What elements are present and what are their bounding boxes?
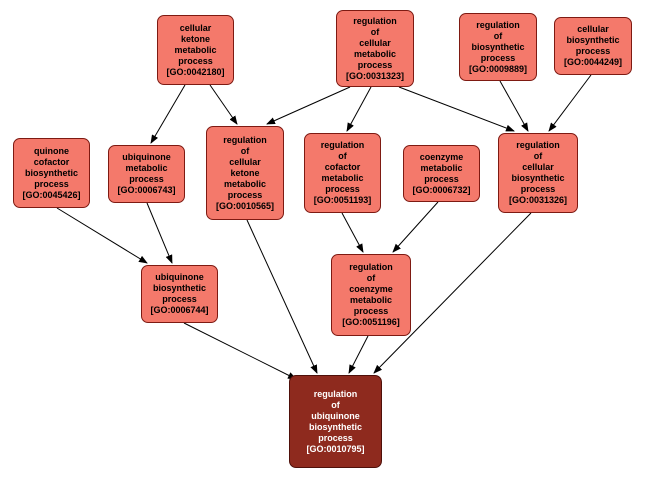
node-go-id: [GO:0006743]: [117, 185, 176, 195]
node-GO-0042180[interactable]: cellular ketone metabolic process [GO:00…: [157, 15, 234, 85]
node-go-id: [GO:0010565]: [215, 200, 275, 211]
edge-GO0006744-to-GO0010795: [183, 322, 297, 380]
node-GO-0031326[interactable]: regulation of cellular biosynthetic proc…: [498, 133, 578, 213]
node-GO-0010565[interactable]: regulation of cellular ketone metabolic …: [206, 126, 284, 220]
node-label: regulation of cellular biosynthetic proc…: [511, 140, 565, 194]
edge-GO0006732-to-GO0051196: [392, 201, 439, 253]
node-label: cellular biosynthetic process: [566, 24, 620, 56]
node-label: coenzyme metabolic process: [419, 151, 464, 184]
node-go-id: [GO:0051193]: [313, 195, 372, 205]
edge-GO0031323-to-GO0010565: [266, 86, 351, 125]
node-label: quinone cofactor biosynthetic process: [24, 145, 78, 189]
node-go-id: [GO:0009889]: [468, 63, 528, 74]
edge-GO0031323-to-GO0031326: [398, 86, 515, 132]
node-GO-0010795-highlighted[interactable]: regulation of ubiquinone biosynthetic pr…: [289, 375, 382, 468]
node-label: regulation of cellular metabolic process: [353, 15, 397, 70]
node-label: regulation of cofactor metabolic process: [320, 140, 365, 194]
edge-GO0009889-to-GO0031326: [499, 80, 529, 132]
node-label: ubiquinone metabolic process: [122, 152, 171, 184]
node-go-id: [GO:0045426]: [22, 189, 81, 200]
node-GO-0006743[interactable]: ubiquinone metabolic process [GO:0006743…: [108, 145, 185, 203]
node-label: regulation of cellular ketone metabolic …: [223, 134, 267, 200]
node-label: ubiquinone biosynthetic process: [152, 272, 206, 304]
node-GO-0051193[interactable]: regulation of cofactor metabolic process…: [304, 133, 381, 213]
node-GO-0045426[interactable]: quinone cofactor biosynthetic process [G…: [13, 138, 90, 208]
edge-GO0010565-to-GO0010795: [246, 219, 318, 374]
node-GO-0051196[interactable]: regulation of coenzyme metabolic process…: [331, 254, 411, 336]
node-go-id: [GO:0010795]: [306, 443, 365, 454]
node-GO-0044249[interactable]: cellular biosynthetic process [GO:004424…: [554, 17, 632, 75]
node-go-id: [GO:0042180]: [166, 66, 225, 77]
edge-GO0044249-to-GO0031326: [548, 74, 592, 132]
node-go-id: [GO:0044249]: [563, 57, 623, 67]
node-GO-0006732[interactable]: coenzyme metabolic process [GO:0006732]: [403, 145, 480, 202]
node-label: regulation of biosynthetic process: [471, 19, 525, 63]
edge-GO0031323-to-GO0051193: [346, 86, 372, 132]
node-label: regulation of coenzyme metabolic process: [349, 262, 393, 316]
node-go-id: [GO:0031323]: [345, 70, 405, 81]
node-label: regulation of ubiquinone biosynthetic pr…: [308, 388, 362, 443]
edge-GO0006743-to-GO0006744: [146, 202, 173, 264]
node-go-id: [GO:0031326]: [508, 195, 568, 205]
node-go-id: [GO:0006744]: [150, 305, 209, 315]
node-go-id: [GO:0051196]: [342, 317, 400, 327]
node-GO-0006744[interactable]: ubiquinone biosynthetic process [GO:0006…: [141, 265, 218, 323]
node-label: cellular ketone metabolic process: [174, 22, 217, 66]
node-GO-0009889[interactable]: regulation of biosynthetic process [GO:0…: [459, 13, 537, 81]
edge-GO0051196-to-GO0010795: [348, 335, 369, 374]
node-GO-0031323[interactable]: regulation of cellular metabolic process…: [336, 10, 414, 87]
edge-GO0042180-to-GO0010565: [209, 84, 238, 125]
edge-GO0045426-to-GO0006744: [56, 207, 148, 264]
edge-GO0042180-to-GO0006743: [150, 84, 186, 144]
edge-GO0051193-to-GO0051196: [341, 212, 364, 253]
node-go-id: [GO:0006732]: [412, 184, 471, 195]
